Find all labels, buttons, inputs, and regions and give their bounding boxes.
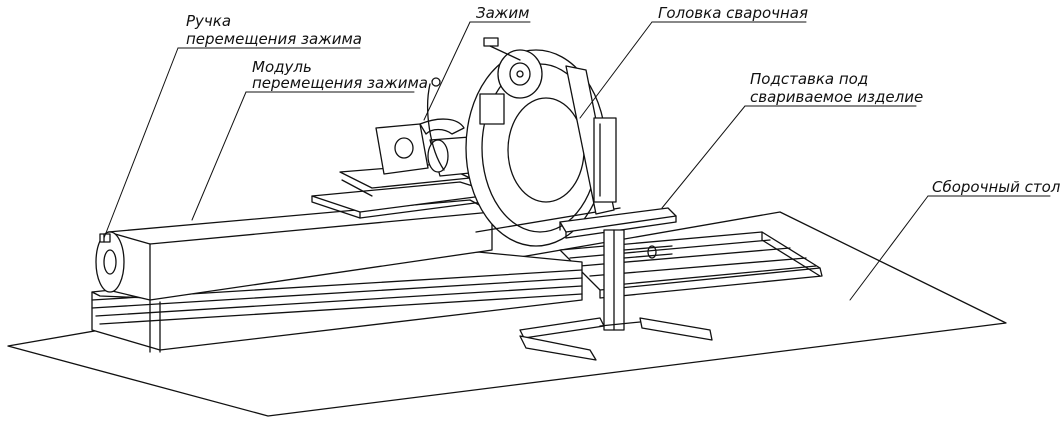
label-module-line2: перемещения зажима [252,74,428,92]
label-handle-line2: перемещения зажима [186,30,362,48]
label-support-line1: Подставка под [750,70,869,88]
label-module-line1: Модуль [252,58,312,76]
right-rail [559,231,823,299]
leader-lines [103,21,1051,301]
label-support-line2: свариваемое изделие [750,88,924,106]
clamp-movement-module [95,199,493,301]
welding-head-ring [427,37,621,247]
product-support-stand [519,207,713,361]
label-handle-line1: Ручка [186,12,232,30]
label-assembly-table: Сборочный стол [932,178,1060,196]
label-welding-head: Головка сварочная [658,4,809,22]
label-clamp: Зажим [476,4,530,22]
